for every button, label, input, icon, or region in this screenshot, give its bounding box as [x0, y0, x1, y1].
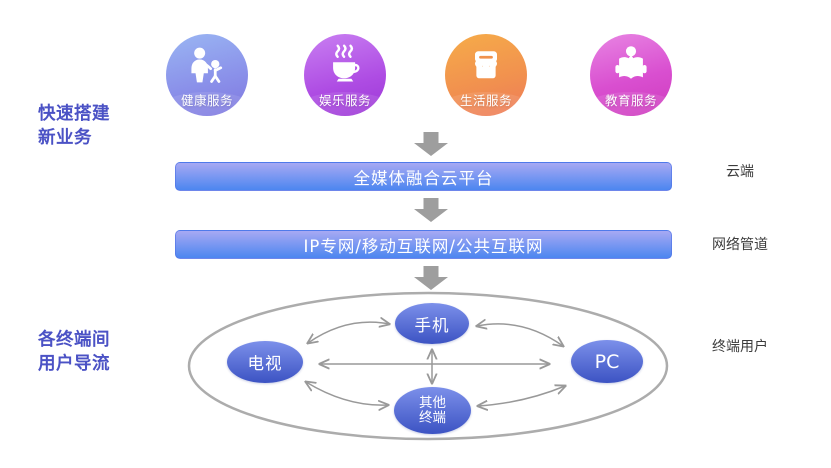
terminal-boundary-ellipse	[187, 291, 669, 441]
reading-icon	[609, 43, 653, 91]
flow-arrow-network-to-terminals	[414, 266, 448, 290]
node-phone: 手机	[395, 303, 469, 344]
service-circle-entertainment: 娱乐服务	[304, 34, 386, 116]
service-circle-education: 教育服务	[590, 34, 672, 116]
heading-user-flow: 各终端间 用户导流	[38, 328, 110, 376]
node-pc: PC	[571, 340, 643, 383]
service-circle-life: 生活服务	[445, 34, 527, 116]
flow-arrow-cloud-to-network	[414, 198, 448, 222]
heading-build-new-business: 快速搭建 新业务	[38, 102, 110, 150]
tv-other-arrow	[306, 382, 388, 405]
heading-build-line2: 新业务	[38, 128, 92, 148]
other-pc-arrow	[478, 386, 565, 406]
heading-build-line1: 快速搭建	[38, 104, 110, 124]
service-circle-health: 健康服务	[166, 34, 248, 116]
side-label-cloud: 云端	[726, 164, 754, 180]
flow-arrow-services-to-cloud	[414, 132, 448, 156]
storefront-icon	[464, 43, 508, 91]
phone-pc-arrow	[477, 324, 563, 346]
node-tv: 电视	[227, 341, 303, 383]
node-other-line2: 终端	[419, 409, 446, 426]
coffee-icon	[323, 43, 367, 91]
heading-flow-line1: 各终端间	[38, 330, 110, 350]
node-other-terminals: 其他 终端	[394, 387, 471, 434]
network-layer-bar: IP专网/移动互联网/公共互联网	[175, 230, 672, 259]
side-label-network: 网络管道	[712, 237, 768, 253]
side-label-terminal-users: 终端用户	[712, 339, 768, 355]
cloud-platform-bar: 全媒体融合云平台	[175, 162, 672, 191]
node-other-line1: 其他	[419, 394, 446, 411]
tv-phone-arrow	[308, 322, 389, 343]
heading-flow-line2: 用户导流	[38, 354, 110, 374]
family-icon	[185, 43, 229, 91]
